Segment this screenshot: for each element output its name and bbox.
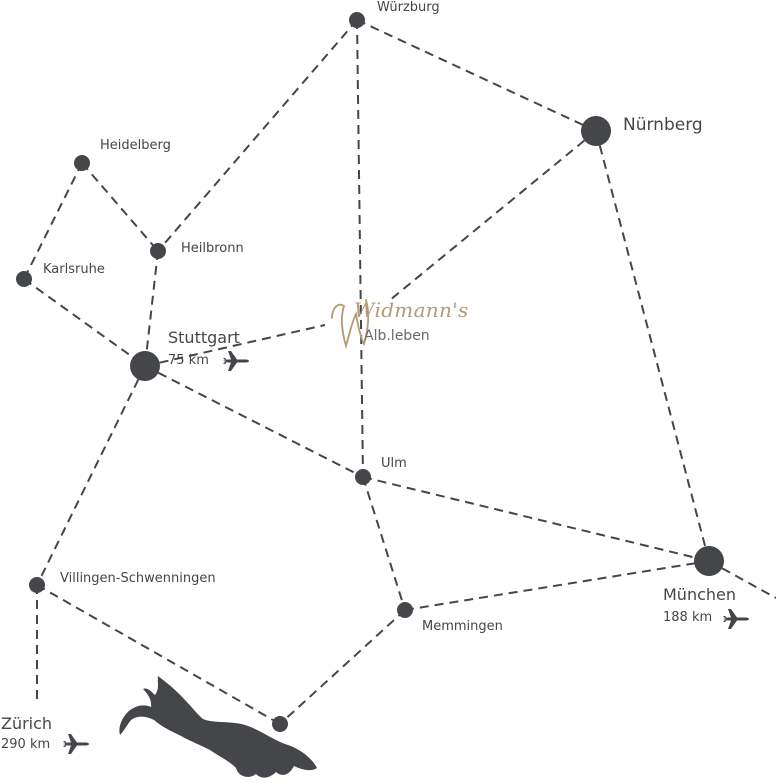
airplane-icon (722, 608, 750, 630)
route-heilbronn-stuttgart (144, 250, 159, 367)
city-label-heilbronn: Heilbronn (181, 241, 244, 256)
airport-distance-muenchen: 188 km (663, 610, 713, 625)
airport-distance-zuerich: 290 km (1, 737, 51, 752)
route-wuerzburg-nuernberg (356, 19, 597, 132)
route-karlsruhe-stuttgart (23, 278, 146, 367)
city-dot-muenchen (694, 546, 724, 576)
city-label-heidelberg: Heidelberg (100, 138, 171, 153)
city-dot-nuernberg (581, 116, 611, 146)
route-ulm-muenchen (362, 476, 710, 562)
city-dot-memmingen (397, 602, 413, 618)
city-dot-ulm (355, 469, 371, 485)
city-label-karlsruhe: Karlsruhe (43, 262, 105, 277)
city-label-nuernberg: Nürnberg (623, 115, 703, 135)
airplane-icon (62, 733, 90, 755)
logo-brand-text: Widmann's (354, 298, 469, 322)
city-dot-villingen (29, 577, 45, 593)
city-dot-lake (272, 716, 288, 732)
route-stuttgart-logo (144, 324, 326, 367)
city-label-ulm: Ulm (381, 456, 407, 471)
route-wuerzburg-heilbronn (157, 19, 358, 252)
airplane-icon (222, 350, 250, 372)
city-dot-wuerzburg (349, 12, 365, 28)
lake-constance-shape (119, 676, 317, 778)
city-dot-karlsruhe (16, 271, 32, 287)
route-villingen-lake (36, 584, 281, 725)
city-label-memmingen: Memmingen (422, 619, 503, 634)
route-nuernberg-muenchen (595, 130, 710, 562)
widmanns-logo: Widmann's Alb.leben (326, 288, 476, 358)
route-stuttgart-ulm (144, 365, 364, 478)
route-memmingen-muenchen (404, 560, 710, 611)
logo-subtitle-text: Alb.leben (364, 328, 430, 344)
city-dot-heidelberg (74, 155, 90, 171)
city-label-stuttgart: Stuttgart (168, 328, 240, 347)
route-stuttgart-villingen (36, 365, 146, 586)
route-wuerzburg-ulm (356, 19, 364, 478)
city-label-villingen: Villingen-Schwenningen (60, 571, 216, 586)
city-dot-heilbronn (150, 243, 166, 259)
route-muenchen-east (708, 560, 776, 599)
city-label-zuerich: Zürich (1, 714, 53, 733)
logo-w-flourish (331, 299, 370, 350)
route-nuernberg-logo (389, 130, 597, 301)
route-heidelberg-heilbronn (81, 162, 159, 252)
route-memmingen-lake (279, 609, 406, 725)
city-dot-stuttgart (130, 351, 160, 381)
route-ulm-memmingen (362, 476, 406, 611)
route-heidelberg-karlsruhe (23, 162, 83, 280)
airport-distance-stuttgart: 75 km (168, 353, 209, 368)
city-label-muenchen: München (663, 585, 737, 604)
city-label-wuerzburg: Würzburg (377, 0, 440, 15)
